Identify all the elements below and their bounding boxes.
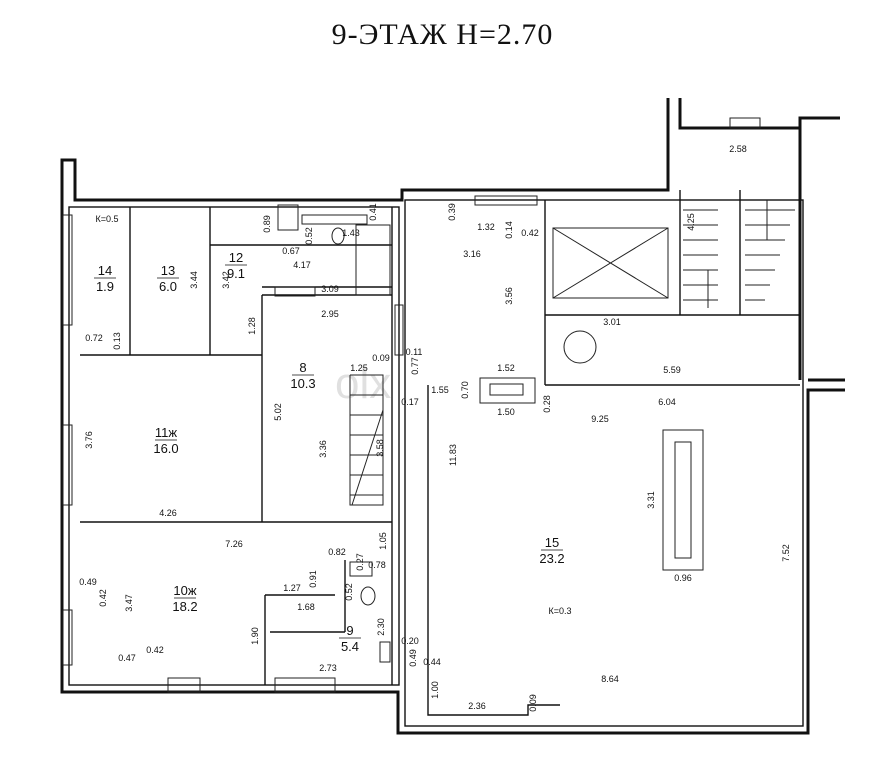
dimension-label: 3.09 bbox=[321, 284, 339, 294]
dimension-label: 0.78 bbox=[368, 560, 386, 570]
dimension-label: 7.26 bbox=[225, 539, 243, 549]
coefficient-labels: К=0.5К=0.3 bbox=[95, 214, 571, 616]
dimension-label: 0.41 bbox=[368, 203, 378, 221]
dimension-label: 0.77 bbox=[410, 357, 420, 375]
dimension-label: 4.25 bbox=[686, 213, 696, 231]
room-area: 18.2 bbox=[172, 599, 197, 614]
dimension-label: 1.90 bbox=[250, 627, 260, 645]
room-area: 5.4 bbox=[341, 639, 359, 654]
coefficient-label: К=0.3 bbox=[548, 606, 571, 616]
dimension-label: 9.25 bbox=[591, 414, 609, 424]
dimension-label: 2.58 bbox=[729, 144, 747, 154]
dimension-label: 3.47 bbox=[124, 594, 134, 612]
dimension-label: 7.52 bbox=[781, 544, 791, 562]
partitions bbox=[80, 190, 800, 716]
dimension-label: 0.72 bbox=[85, 333, 103, 343]
room-number: 15 bbox=[545, 535, 559, 550]
dimension-label: 0.49 bbox=[79, 577, 97, 587]
dimension-label: 0.91 bbox=[308, 570, 318, 588]
room-area: 10.3 bbox=[290, 376, 315, 391]
dimension-label: 3.42 bbox=[221, 271, 231, 289]
dimension-label: 3.01 bbox=[603, 317, 621, 327]
dimension-label: 0.67 bbox=[282, 246, 300, 256]
dimension-label: 0.39 bbox=[447, 203, 457, 221]
dimension-label: 0.14 bbox=[504, 221, 514, 239]
dimension-label: 3.56 bbox=[504, 287, 514, 305]
dimension-label: 0.44 bbox=[423, 657, 441, 667]
dimension-label: 1.50 bbox=[497, 407, 515, 417]
room-area: 1.9 bbox=[96, 279, 114, 294]
dimension-label: 3.76 bbox=[84, 431, 94, 449]
dimension-label: 0.42 bbox=[146, 645, 164, 655]
dimension-label: 5.59 bbox=[663, 365, 681, 375]
dimension-label: 3.36 bbox=[318, 440, 328, 458]
dimension-label: 0.09 bbox=[372, 353, 390, 363]
room-number: 12 bbox=[229, 250, 243, 265]
dimension-label: 0.27 bbox=[355, 553, 365, 571]
dimension-label: 0.70 bbox=[460, 381, 470, 399]
dimension-label: 0.49 bbox=[408, 649, 418, 667]
dimension-label: 0.52 bbox=[304, 227, 314, 245]
dimension-label: 5.02 bbox=[273, 403, 283, 421]
dimension-label: 6.04 bbox=[658, 397, 676, 407]
plan-title: 9-ЭТАЖ Н=2.70 bbox=[331, 18, 554, 51]
dimension-label: 0.96 bbox=[674, 573, 692, 583]
dimension-label: 3.44 bbox=[189, 271, 199, 289]
dimension-label: 1.52 bbox=[497, 363, 515, 373]
dimension-label: 0.11 bbox=[406, 347, 423, 357]
room-area: 6.0 bbox=[159, 279, 177, 294]
dimension-label: 0.09 bbox=[528, 694, 538, 712]
room-number: 11ж bbox=[155, 425, 177, 440]
dimension-label: 1.43 bbox=[342, 228, 360, 238]
room-number: 8 bbox=[299, 360, 306, 375]
dimension-label: 1.68 bbox=[297, 602, 315, 612]
dimension-label: 2.73 bbox=[319, 663, 337, 673]
dimension-label: 1.00 bbox=[430, 681, 440, 699]
dimension-label: 0.20 bbox=[401, 636, 419, 646]
dimension-label: 11.83 bbox=[448, 444, 458, 466]
dimension-label: 2.30 bbox=[376, 618, 386, 636]
dimension-label: 1.27 bbox=[283, 583, 301, 593]
room-area: 9.1 bbox=[227, 266, 245, 281]
dimension-label: 0.47 bbox=[118, 653, 136, 663]
outer-walls bbox=[60, 98, 845, 735]
dimension-label: 0.89 bbox=[262, 215, 272, 233]
room-number: 10ж bbox=[173, 583, 196, 598]
dimension-label: 1.55 bbox=[431, 385, 449, 395]
room-number: 13 bbox=[161, 263, 175, 278]
room-area: 23.2 bbox=[539, 551, 564, 566]
watermark: olx bbox=[335, 359, 391, 408]
windows bbox=[62, 117, 761, 693]
room-number: 14 bbox=[98, 263, 112, 278]
stairs bbox=[349, 200, 795, 506]
dimension-label: 0.42 bbox=[98, 589, 108, 607]
dimension-label: 0.52 bbox=[344, 583, 354, 601]
room-area: 16.0 bbox=[153, 441, 178, 456]
dimension-label: 1.28 bbox=[247, 317, 257, 335]
dimension-label: 1.32 bbox=[477, 222, 495, 232]
dimension-label: 3.31 bbox=[646, 491, 656, 509]
room-number: 9 bbox=[346, 623, 353, 638]
dimension-label: 0.17 bbox=[401, 397, 419, 407]
dimension-label: 0.82 bbox=[328, 547, 346, 557]
dimension-label: 3.58 bbox=[375, 439, 385, 457]
dimension-labels: 2.58 4.25 0.39 1.32 0.14 0.42 3.16 3.56 3.01 5.59… bbox=[79, 144, 791, 712]
coefficient-label: К=0.5 bbox=[95, 214, 118, 224]
dimension-label: 0.42 bbox=[521, 228, 539, 238]
dimension-label: 1.05 bbox=[378, 532, 388, 550]
dimension-label: 3.16 bbox=[463, 249, 481, 259]
dimension-label: 0.13 bbox=[112, 332, 122, 350]
dimension-label: 2.36 bbox=[468, 701, 486, 711]
fixtures bbox=[274, 204, 704, 663]
dimension-label: 8.64 bbox=[601, 674, 619, 684]
dimension-label: 4.17 bbox=[293, 260, 311, 270]
dimension-label: 4.26 bbox=[159, 508, 177, 518]
dimension-label: 2.95 bbox=[321, 309, 339, 319]
dimension-label: 1.25 bbox=[350, 363, 368, 373]
dimension-label: 0.28 bbox=[542, 395, 552, 413]
